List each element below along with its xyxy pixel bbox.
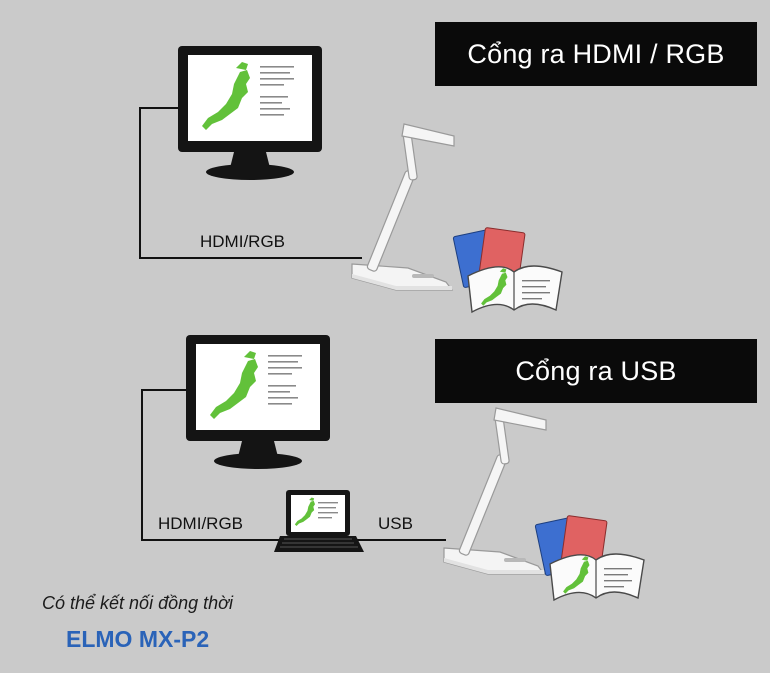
bottom-books-icon: [535, 515, 644, 600]
hdmi-rgb-output-banner: Cổng ra HDMI / RGB: [435, 22, 757, 86]
bottom-hdmi-cable: [141, 389, 282, 541]
laptop-icon: [274, 490, 364, 552]
usb-label: USB: [378, 514, 413, 533]
top-monitor: [178, 46, 322, 180]
bottom-monitor: [186, 335, 330, 469]
usb-output-banner: Cổng ra USB: [435, 339, 757, 403]
top-books-icon: [453, 227, 562, 312]
top-document-camera: [351, 123, 455, 291]
simultaneous-connection-note: Có thể kết nối đồng thời: [42, 593, 234, 613]
bottom-document-camera: [443, 407, 547, 575]
bottom-hdmi-rgb-label: HDMI/RGB: [158, 514, 243, 533]
top-hdmi-rgb-label: HDMI/RGB: [200, 232, 285, 251]
model-name: ELMO MX-P2: [66, 626, 210, 652]
top-hdmi-cable: [139, 107, 362, 259]
